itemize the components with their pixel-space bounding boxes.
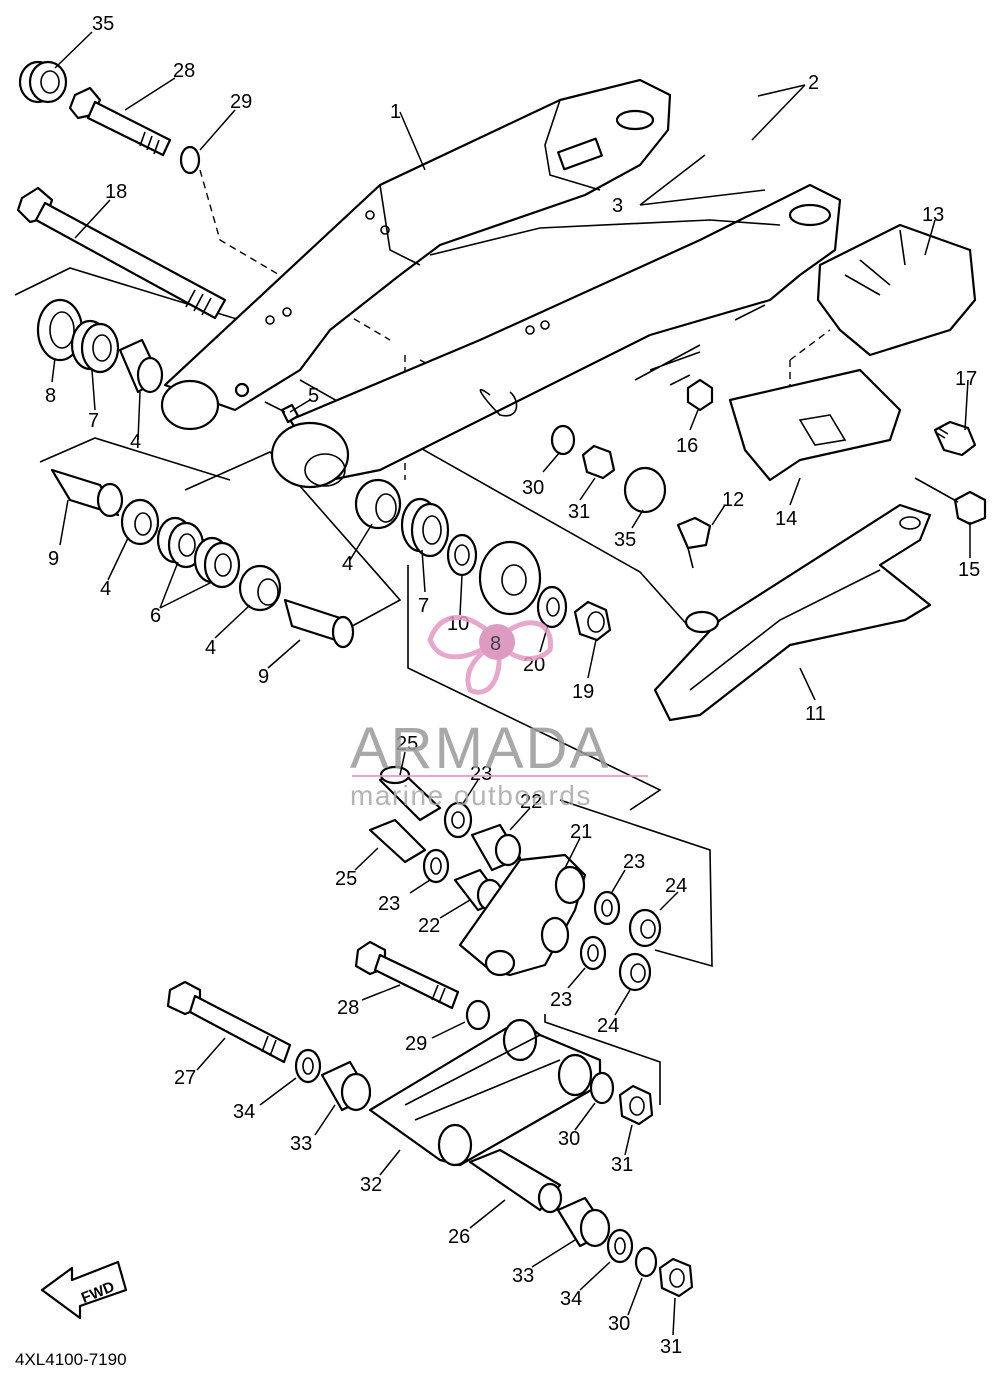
callout-2: 2 <box>808 72 819 94</box>
callout-9: 9 <box>48 548 59 570</box>
callout-1: 1 <box>390 101 401 123</box>
parts-pivot-middle <box>354 388 667 642</box>
callout-7: 7 <box>418 595 429 617</box>
callout-30: 30 <box>558 1128 580 1150</box>
callout-23: 23 <box>470 763 492 785</box>
callout-4: 4 <box>100 578 111 600</box>
callout-32: 32 <box>360 1174 382 1196</box>
callout-17: 17 <box>955 368 977 390</box>
callout-15: 15 <box>958 559 980 581</box>
callout-29: 29 <box>405 1033 427 1055</box>
relay-arm <box>653 503 932 722</box>
watermark: 8 ARMADA marine outboards <box>350 615 648 811</box>
callout-4: 4 <box>205 637 216 659</box>
callout-34: 34 <box>560 1288 582 1310</box>
badge-circle <box>479 624 515 660</box>
callout-25: 25 <box>335 868 357 890</box>
callout-31: 31 <box>611 1154 633 1176</box>
callout-7: 7 <box>88 410 99 432</box>
badge-number: 8 <box>490 633 501 655</box>
callout-12: 12 <box>722 489 744 511</box>
callout-13: 13 <box>922 204 944 226</box>
callout-14: 14 <box>775 508 797 530</box>
callout-35: 35 <box>92 13 114 35</box>
callout-29: 29 <box>230 91 252 113</box>
callout-24: 24 <box>665 875 687 897</box>
callout-11: 11 <box>805 703 826 725</box>
callout-33: 33 <box>512 1265 534 1287</box>
callout-25: 25 <box>396 733 418 755</box>
callout-4: 4 <box>130 431 141 453</box>
callout-18: 18 <box>105 181 127 203</box>
callout-35: 35 <box>614 529 636 551</box>
leader-lines <box>51 31 971 1336</box>
diagram-code: 4XL4100-7190 <box>15 1350 127 1369</box>
callout-8: 8 <box>45 385 56 407</box>
callout-23: 23 <box>623 851 645 873</box>
callout-33: 33 <box>290 1133 312 1155</box>
callout-21: 21 <box>570 821 592 843</box>
callout-23: 23 <box>550 989 572 1011</box>
callout-23: 23 <box>378 893 400 915</box>
callout-5: 5 <box>308 385 319 407</box>
callout-22: 22 <box>418 915 440 937</box>
callout-24: 24 <box>597 1015 619 1037</box>
parts-upper-left <box>16 60 300 424</box>
callout-26: 26 <box>448 1226 470 1248</box>
propeller-logo-icon <box>427 615 554 695</box>
watermark-tagline: marine outboards <box>350 780 592 811</box>
callout-34: 34 <box>233 1101 255 1123</box>
parts-lower <box>166 940 694 1298</box>
parts-pivot-row <box>50 468 355 649</box>
callout-31: 31 <box>660 1336 682 1358</box>
swingarm <box>160 78 842 489</box>
watermark-brand: ARMADA <box>350 716 610 781</box>
callout-31: 31 <box>568 501 590 523</box>
callout-6: 6 <box>150 605 161 627</box>
callout-16: 16 <box>676 435 698 457</box>
callout-19: 19 <box>572 681 594 703</box>
callout-28: 28 <box>337 997 359 1019</box>
callout-30: 30 <box>608 1313 630 1335</box>
callout-28: 28 <box>173 60 195 82</box>
fwd-arrow-icon: FWD <box>40 1260 128 1320</box>
callout-3: 3 <box>612 195 623 217</box>
parts-chain-guide <box>676 223 987 569</box>
callout-27: 27 <box>174 1067 196 1089</box>
callout-30: 30 <box>522 477 544 499</box>
callout-4: 4 <box>342 553 353 575</box>
callout-9: 9 <box>258 666 269 688</box>
callout-22: 22 <box>520 791 542 813</box>
parts-linkage <box>368 765 662 992</box>
